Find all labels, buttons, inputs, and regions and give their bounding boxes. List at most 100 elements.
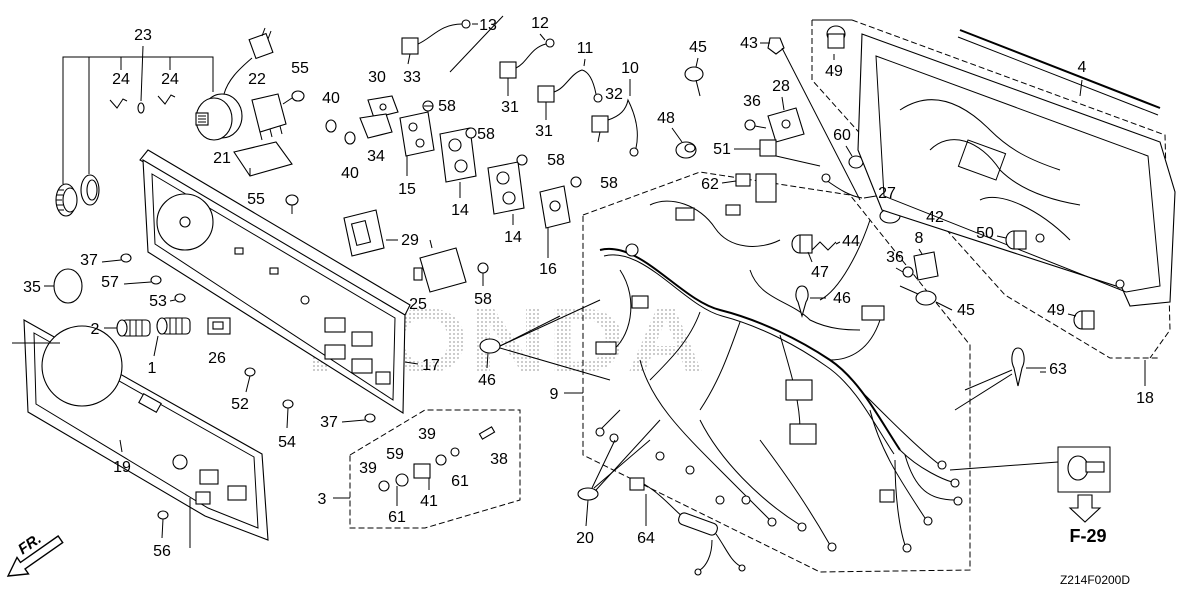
knob-bracket-lines <box>62 45 214 184</box>
callout: 37 <box>80 252 98 269</box>
receptacle-14-left <box>439 127 477 198</box>
nut-58-c <box>516 154 528 166</box>
screw-37-upper <box>101 253 132 263</box>
sleeve-47 <box>791 234 813 263</box>
callout: 40 <box>322 90 340 107</box>
callout: 57 <box>101 274 119 291</box>
nut-58-d <box>570 176 582 188</box>
terminal-2 <box>104 319 151 337</box>
callout: 43 <box>740 35 758 52</box>
callout: 44 <box>842 233 860 250</box>
o-ring <box>137 102 145 114</box>
cushion-49-upper <box>826 25 846 60</box>
screw-52 <box>244 367 256 393</box>
bolt-36-lower <box>895 266 914 278</box>
cable-tie-63 <box>954 347 1046 411</box>
callout: 38 <box>490 451 508 468</box>
callout: 39 <box>359 460 377 477</box>
callout: 3 <box>318 491 327 508</box>
terminal-1 <box>153 317 191 357</box>
callout: 45 <box>957 302 975 319</box>
callout: 29 <box>401 232 419 249</box>
callout: 25 <box>409 296 427 313</box>
callout: 28 <box>772 78 790 95</box>
callout: 17 <box>422 357 440 374</box>
cable-tie-45-upper <box>684 57 704 97</box>
wire-27 <box>821 173 877 199</box>
callout: 46 <box>478 372 496 389</box>
callout: 55 <box>291 60 309 77</box>
clip-right <box>157 94 176 105</box>
screw-55-upper <box>282 90 305 105</box>
nut-58-a <box>422 100 434 112</box>
callout: 33 <box>403 69 421 86</box>
callout: 55 <box>247 191 265 208</box>
callout: 56 <box>153 543 171 560</box>
bracket-30 <box>367 95 399 119</box>
section-reference: F-29 <box>1069 526 1106 546</box>
wire-harness <box>564 171 971 573</box>
callout: 30 <box>368 69 386 86</box>
screw-53 <box>169 293 186 303</box>
callout: 2 <box>91 321 100 338</box>
wire-11 <box>537 58 603 120</box>
callout: 45 <box>689 39 707 56</box>
callout: 24 <box>161 71 179 88</box>
clamp-45-lower <box>899 285 953 311</box>
holder-51 <box>734 139 821 167</box>
knob-ring <box>80 174 100 206</box>
callout: 14 <box>451 202 469 219</box>
bracket-8 <box>913 248 939 281</box>
callout: 10 <box>621 60 639 77</box>
callout: 48 <box>657 110 675 127</box>
screw-37-lower <box>341 413 376 423</box>
cable-tie-46-left <box>479 299 611 381</box>
callout: 9 <box>550 386 559 403</box>
stepper-motor <box>195 27 274 141</box>
cushion-49-lower <box>1067 310 1095 330</box>
receptacle-15 <box>399 111 435 176</box>
bolt-36-upper <box>744 119 767 131</box>
callout: 54 <box>278 434 296 451</box>
callout: 15 <box>398 181 416 198</box>
callout: 46 <box>833 290 851 307</box>
callout: 49 <box>825 63 843 80</box>
callout: 11 <box>577 40 594 57</box>
callout: 12 <box>531 15 549 32</box>
callout: 58 <box>474 291 492 308</box>
fuel-tank <box>857 33 1176 307</box>
control-switch-22 <box>251 93 287 141</box>
callout: 31 <box>501 99 519 116</box>
callout: 58 <box>600 175 618 192</box>
wire-10 <box>591 79 639 157</box>
callout: 61 <box>388 509 406 526</box>
callout: 26 <box>208 350 226 367</box>
plug-disk-35 <box>53 268 83 304</box>
screw-54 <box>282 399 294 429</box>
breaker-26 <box>207 317 231 335</box>
bracket-28 <box>767 96 805 143</box>
plate-34 <box>359 113 393 139</box>
callout: 39 <box>418 426 436 443</box>
callout: 8 <box>915 230 924 247</box>
callout: 58 <box>547 152 565 169</box>
callout: 62 <box>701 176 719 193</box>
gear-knob <box>55 183 78 217</box>
cable-tie-46-right <box>795 285 826 319</box>
callout: 41 <box>420 493 438 510</box>
callout: 1 <box>148 360 157 377</box>
callout: 50 <box>976 225 994 242</box>
callout: 58 <box>477 126 495 143</box>
callout: 24 <box>112 71 130 88</box>
clip-left <box>109 98 128 109</box>
callout: 27 <box>878 185 896 202</box>
callout: 36 <box>743 93 761 110</box>
screw-55-lower <box>285 194 299 214</box>
callout: 14 <box>504 229 522 246</box>
callout: 47 <box>811 264 829 281</box>
callout: 59 <box>386 446 404 463</box>
callout: 21 <box>213 150 231 167</box>
grommet-48 <box>671 127 697 159</box>
sub-harness-64 <box>629 477 746 576</box>
